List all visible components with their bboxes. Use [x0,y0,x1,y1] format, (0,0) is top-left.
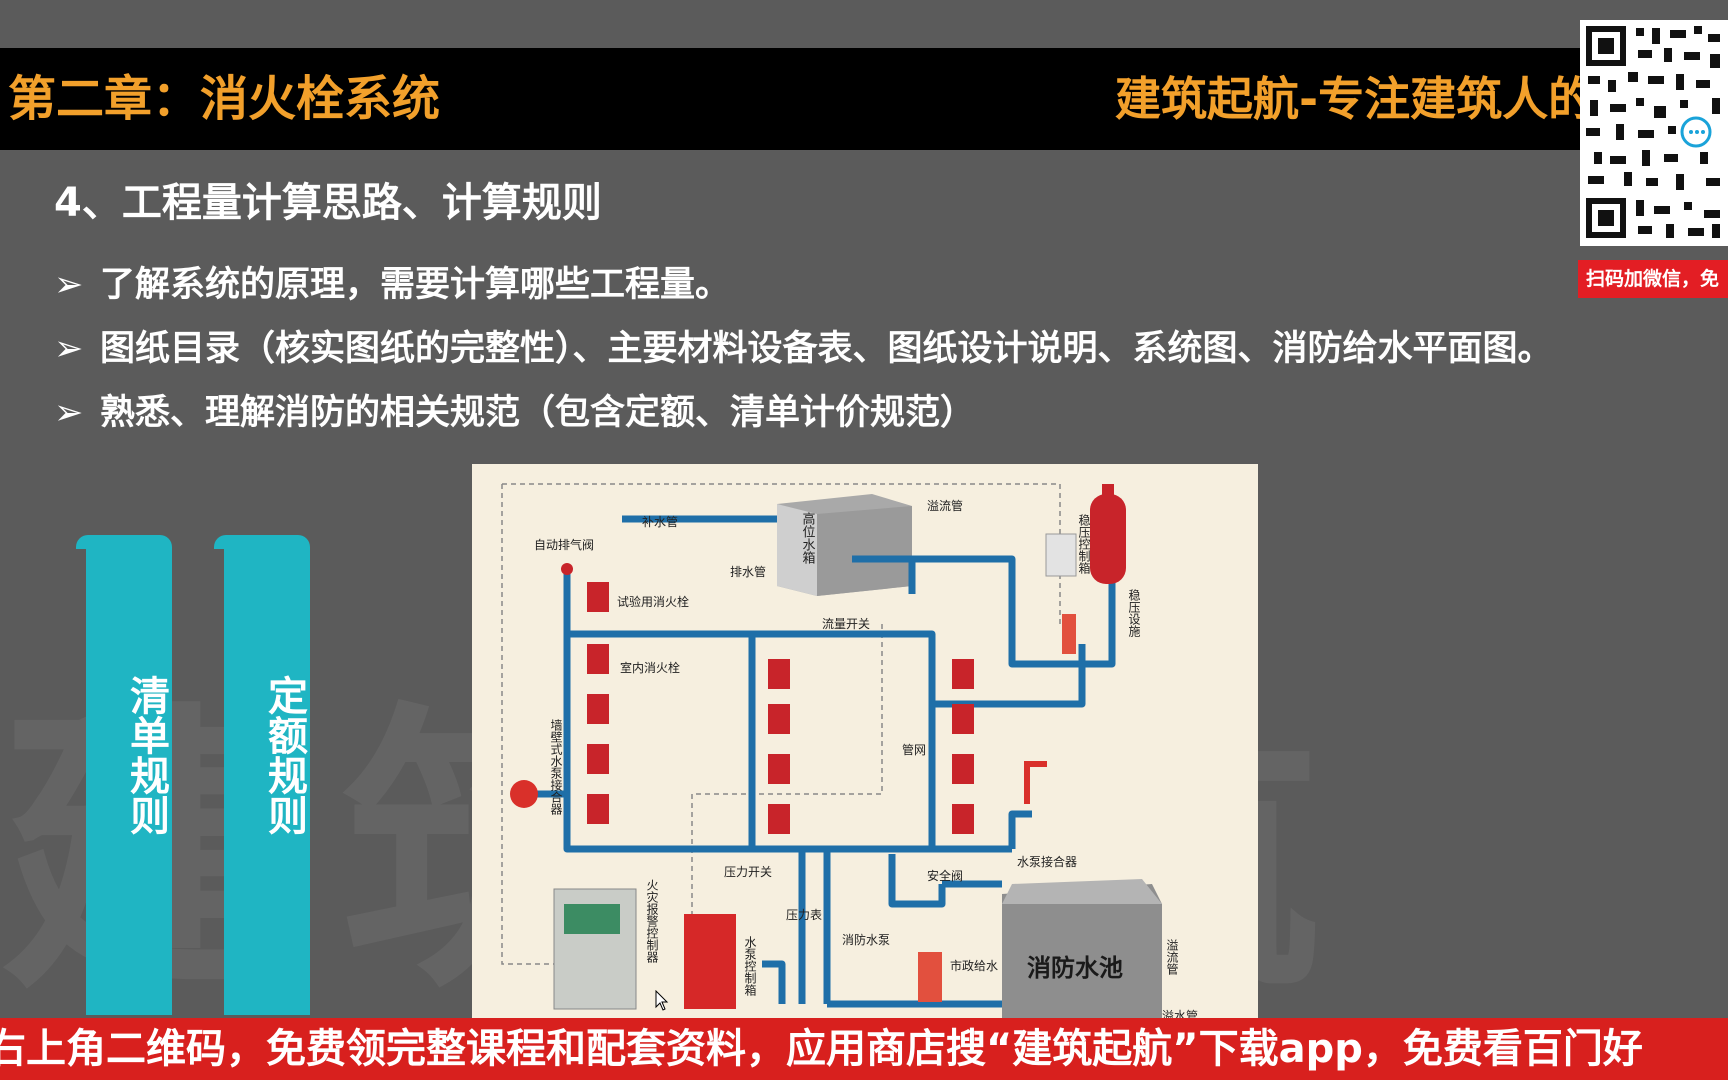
label-pressure-control-box: 稳压控制箱 [1077,513,1091,574]
label-safety-valve: 安全阀 [927,868,963,883]
label-wall-adapter: 墙壁式水泵接合器 [549,719,563,816]
label-test-hydrant: 试验用消火栓 [617,594,689,609]
tab-label: 定额规则 [261,675,307,835]
arrow-bullet-icon: ➢ [54,329,84,369]
label-pump-control-box: 水泵控制箱 [743,936,757,996]
label-fire-pool: 消防水池 [1027,954,1123,982]
tab-bill-rules[interactable]: 清单规则 [76,535,172,1015]
promo-banner[interactable]: 右上角二维码，免费领完整课程和配套资料，应用商店搜“建筑起航”下载app，免费看… [0,1018,1728,1080]
label-pressure-gauge: 压力表 [786,908,822,922]
label-fire-pump: 消防水泵 [842,932,890,947]
label-makeup-pipe: 补水管 [642,514,678,529]
label-municipal-supply: 市政给水 [950,958,998,973]
label-indoor-hydrant: 室内消火栓 [620,660,680,675]
qr-caption: 扫码加微信，免 [1578,260,1728,298]
tab-quota-rules[interactable]: 定额规则 [214,535,310,1015]
chapter-title: 第二章：消火栓系统 [8,71,441,127]
bullet-item: ➢ 图纸目录（核实图纸的完整性）、主要材料设备表、图纸设计说明、系统图、消防给水平… [54,320,1553,371]
promo-banner-text: 右上角二维码，免费领完整课程和配套资料，应用商店搜“建筑起航”下载app，免费看… [0,1026,1643,1072]
label-drain-pipe: 排水管 [730,564,766,579]
bullet-text: 图纸目录（核实图纸的完整性）、主要材料设备表、图纸设计说明、系统图、消防给水平面… [100,329,1553,369]
fire-hydrant-system-diagram: 补水管 溢流管 自动排气阀 排水管 试验用消火栓 流量开关 室内消火栓 管网 水… [472,464,1258,1022]
section-heading: 4、工程量计算思路、计算规则 [54,180,602,226]
title-bar: 第二章：消火栓系统 建筑起航-专注建筑人的 [0,48,1728,150]
label-pipe-network: 管网 [902,742,926,757]
label-fire-alarm-controller: 火灾报警控制器 [645,879,659,964]
label-flow-switch: 流量开关 [822,617,870,631]
bullet-text: 熟悉、理解消防的相关规范（包含定额、清单计价规范） [100,393,976,433]
fire-pool [1002,879,1162,1022]
qr-code[interactable] [1580,20,1728,246]
label-high-tank: 高位水箱 [800,511,816,564]
label-auto-vent: 自动排气阀 [534,537,594,552]
label-overflow-pipe: 溢流管 [927,498,963,513]
high-water-tank [777,494,912,596]
label-pool-overflow: 溢流管 [1165,939,1179,976]
label-pressure-switch: 压力开关 [724,865,772,879]
label-pump-adapter: 水泵接合器 [1017,854,1077,869]
arrow-bullet-icon: ➢ [54,265,84,305]
bullet-text: 了解系统的原理，需要计算哪些工程量。 [100,265,731,305]
bullet-item: ➢ 熟悉、理解消防的相关规范（包含定额、清单计价规范） [54,384,975,435]
tab-label: 清单规则 [123,675,169,835]
arrow-bullet-icon: ➢ [54,393,84,433]
pressure-tank [1090,484,1126,584]
brand-slogan: 建筑起航-专注建筑人的 [1115,72,1595,126]
bullet-item: ➢ 了解系统的原理，需要计算哪些工程量。 [54,256,730,307]
label-pressure-equipment: 稳压设施 [1127,588,1141,637]
